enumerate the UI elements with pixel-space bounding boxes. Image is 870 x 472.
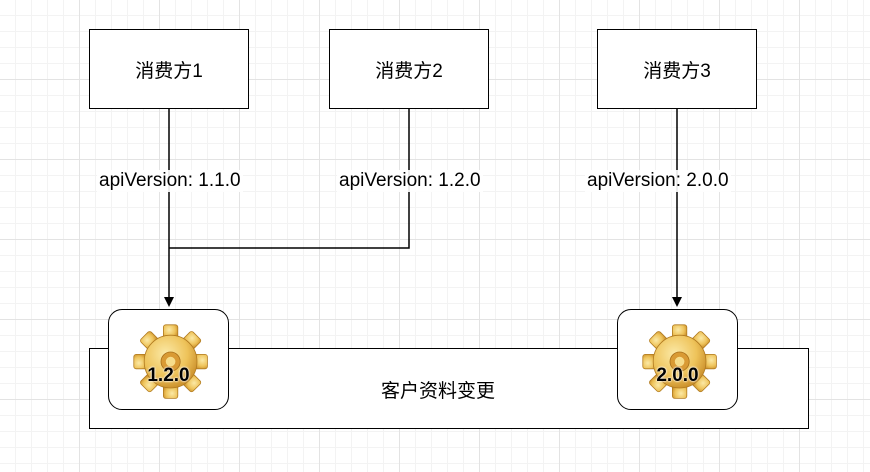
api-version-2-0-0: 2.0.0 xyxy=(617,309,738,410)
version-label-1-2-0: 1.2.0 xyxy=(147,365,190,386)
version-label-2-0-0: 2.0.0 xyxy=(656,365,699,386)
consumer-2-box: 消费方2 xyxy=(329,29,489,109)
gear-icon xyxy=(133,324,208,399)
api-version-1-2-0: 1.2.0 xyxy=(108,309,229,410)
edge-label-2: apiVersion: 1.2.0 xyxy=(337,170,483,192)
consumer-3-box: 消费方3 xyxy=(597,29,757,109)
consumer-1-box: 消费方1 xyxy=(89,29,249,109)
edge-consumer2-to-v120 xyxy=(169,108,410,249)
consumer-2-label: 消费方2 xyxy=(375,60,443,82)
consumer-1-label: 消费方1 xyxy=(135,60,203,82)
edge-label-3: apiVersion: 2.0.0 xyxy=(585,170,731,192)
service-label: 客户资料变更 xyxy=(381,381,496,402)
gear-icon xyxy=(642,324,717,399)
edge-label-1: apiVersion: 1.1.0 xyxy=(97,170,243,192)
consumer-3-label: 消费方3 xyxy=(643,60,711,82)
